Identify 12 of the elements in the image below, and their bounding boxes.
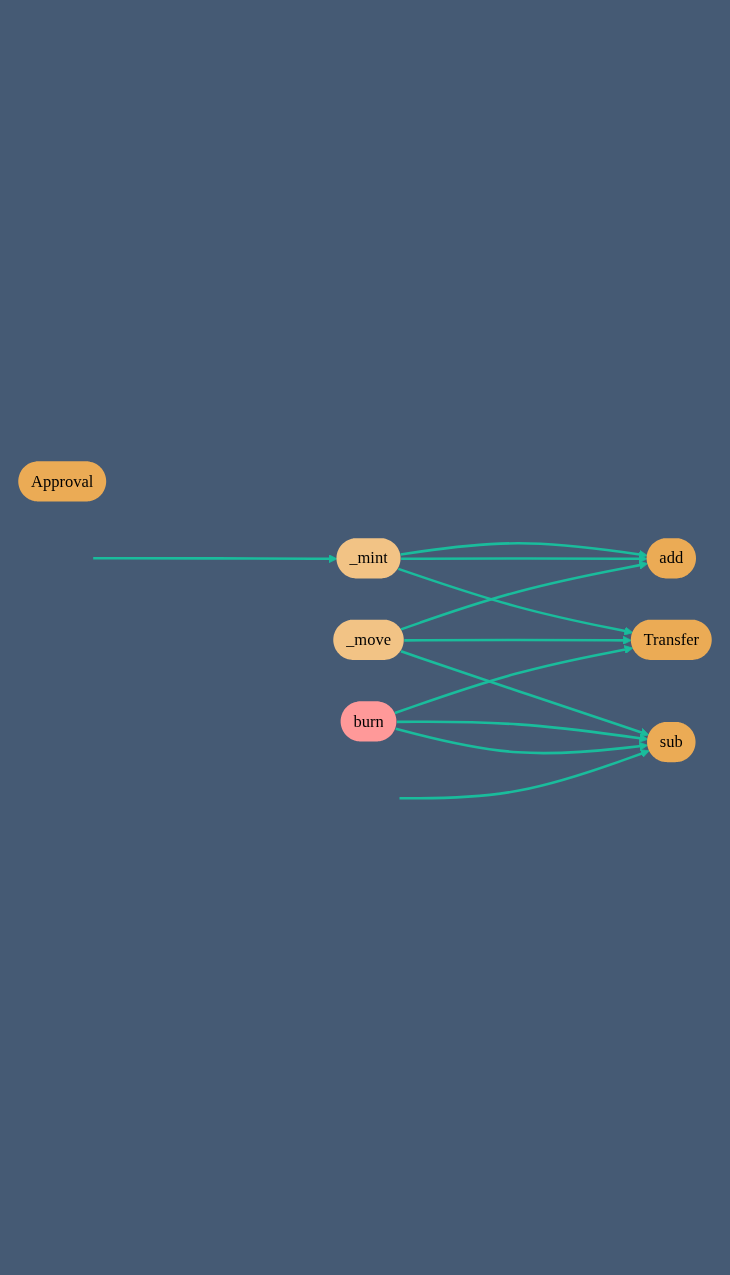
arrow bbox=[395, 727, 649, 755]
arrow bbox=[397, 567, 634, 636]
arrow bbox=[394, 645, 634, 715]
arrow bbox=[396, 720, 649, 743]
arrow bbox=[93, 554, 338, 564]
arrow bbox=[401, 554, 648, 564]
arrow bbox=[404, 635, 632, 645]
arrow bbox=[400, 542, 648, 559]
node-box: Approval bbox=[18, 461, 107, 502]
arrow bbox=[400, 560, 649, 631]
arrow bbox=[400, 650, 650, 737]
arrow bbox=[399, 749, 650, 800]
